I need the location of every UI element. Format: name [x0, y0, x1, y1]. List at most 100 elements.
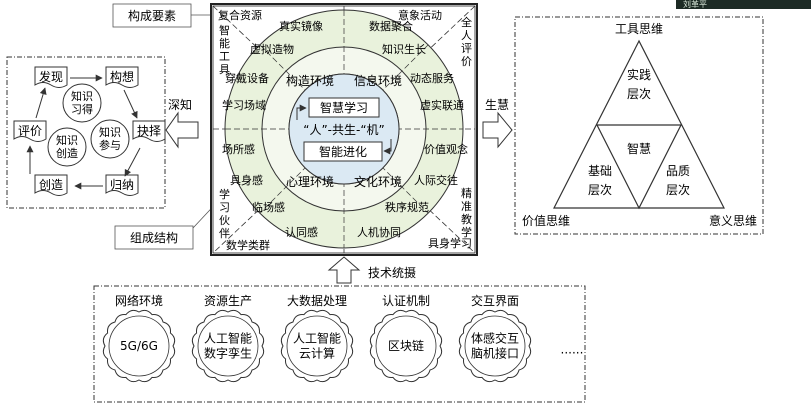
- svg-text:价: 价: [461, 55, 472, 68]
- cell-basic-2: 层次: [588, 183, 612, 197]
- cycle-node-label: 发现: [39, 69, 63, 84]
- tech-column-0: 网络环境 5G/6G: [102, 293, 176, 383]
- cycle-node-label: 评价: [18, 124, 42, 138]
- cycle-node-3: 归纳: [105, 174, 139, 196]
- outer-ring-item: 认同感: [285, 226, 318, 239]
- outer-ring-item: 场所感: [222, 142, 255, 156]
- tech-header: 网络环境: [115, 293, 163, 308]
- cycle-node-0: 发现: [34, 66, 68, 88]
- outer-ring-item: 人际交往: [414, 173, 458, 187]
- edge-imagery-activity: 意象活动: [398, 8, 442, 22]
- tech-content: 体感交互: [471, 331, 519, 346]
- arrow-deep-know: 深知: [165, 98, 199, 149]
- corner-math-clusters: 数学类群: [226, 238, 270, 252]
- cell-practice-2: 层次: [627, 87, 651, 101]
- circle-knowledge-participate: [90, 119, 130, 159]
- arrow-tech-support-label: 技术统摄: [368, 265, 416, 280]
- tech-header: 交互界面: [471, 293, 519, 308]
- tech-content: 数字孪生: [204, 346, 252, 361]
- outer-ring-item: 具身感: [230, 173, 263, 187]
- cycle-node-2: 抉择: [132, 120, 166, 142]
- ring-psych-env: 心理环境: [286, 174, 334, 189]
- core-human-machine: “人”-共生-“机”: [303, 123, 385, 137]
- tech-content: 云计算: [299, 346, 335, 361]
- svg-text:教: 教: [461, 213, 472, 226]
- tech-header: 大数据处理: [287, 293, 347, 308]
- cell-quality-1: 品质: [666, 164, 690, 178]
- outer-ring-item: 真实镜像: [279, 19, 323, 33]
- cell-practice-1: 实践: [627, 67, 651, 82]
- svg-text:伴: 伴: [219, 227, 230, 240]
- cycle-node-label: 归纳: [110, 178, 134, 192]
- core-intelligent-evolution: 智能进化: [319, 144, 367, 159]
- circle-text-1b: 习得: [71, 103, 93, 116]
- cycle-node-label: 构想: [110, 69, 134, 84]
- arrow-generate-wisdom: 生慧: [482, 97, 513, 149]
- core-smart-learning: 智慧学习: [320, 100, 368, 115]
- tech-content: 人工智能: [204, 331, 252, 346]
- svg-text:评: 评: [461, 42, 472, 55]
- corner-embodied-learning: 具身学习: [428, 236, 472, 250]
- triangle-bottom-right-label: 意义思维: [709, 213, 757, 228]
- svg-text:学: 学: [219, 187, 230, 201]
- tech-ellipsis: ······: [561, 346, 584, 360]
- triangle-bottom-left-label: 价值思维: [522, 213, 570, 228]
- ring-culture-env: 文化环境: [354, 174, 402, 189]
- cycle-node-4: 创造: [34, 174, 68, 196]
- callout-structure-text: 组成结构: [130, 230, 178, 245]
- callout-elements: 构成要素: [112, 3, 222, 28]
- thinking-triangle-panel: 工具思维 实践 层次 智慧 基础 层次 品质 层次 价值思维 意义思维: [514, 16, 764, 235]
- cycle-node-1: 构想: [105, 66, 139, 88]
- tech-header: 认证机制: [382, 294, 430, 308]
- cycle-node-5: 评价: [13, 120, 47, 142]
- circle-knowledge-create: [47, 127, 87, 167]
- knowledge-cycle-panel: 知识 习得 知识 创造 知识 参与 发现构想抉择归纳创造评价: [6, 56, 166, 209]
- user-name-label: 刘革平: [683, 0, 707, 9]
- corner-composite-resources: 复合资源: [218, 8, 262, 22]
- svg-text:人: 人: [461, 29, 472, 42]
- outer-ring-item: 临场感: [252, 200, 285, 214]
- outer-ring-item: 穿戴设备: [225, 71, 269, 85]
- circle-text-1a: 知识: [71, 89, 93, 103]
- cell-basic-1: 基础: [588, 164, 612, 178]
- ring-info-env: 信息环境: [354, 73, 402, 88]
- tech-content: 人工智能: [293, 331, 341, 346]
- tech-content: 5G/6G: [120, 339, 158, 353]
- outer-ring-item: 虚拟造物: [250, 42, 294, 56]
- circle-knowledge-acquire: [62, 83, 102, 123]
- outer-ring-item: 学习场域: [222, 98, 266, 112]
- svg-text:能: 能: [219, 36, 230, 50]
- tech-content: 区块链: [388, 338, 424, 353]
- svg-text:学: 学: [461, 225, 472, 239]
- cell-quality-2: 层次: [666, 183, 690, 197]
- circle-text-2a: 知识: [56, 133, 78, 147]
- svg-text:伙: 伙: [219, 214, 230, 227]
- cell-wisdom: 智慧: [627, 141, 651, 156]
- outer-ring-item: 人机协同: [357, 225, 401, 239]
- circle-text-3a: 知识: [99, 125, 121, 139]
- tech-panel: 网络环境5G/6G资源生产人工智能数字孪生大数据处理人工智能云计算认证机制区块链…: [93, 285, 586, 403]
- outer-ring-item: 虚实联通: [420, 98, 464, 112]
- core-evolution-box: [303, 141, 383, 162]
- arrow-tech-support: 技术统摄: [327, 256, 416, 284]
- core-smart-learning-box: [308, 97, 380, 118]
- svg-text:精: 精: [461, 187, 472, 200]
- callout-elements-text: 构成要素: [128, 8, 176, 23]
- circle-text-3b: 参与: [99, 138, 121, 152]
- tech-content: 脑机接口: [471, 346, 519, 361]
- svg-text:准: 准: [461, 200, 472, 213]
- arrow-generate-wisdom-label: 生慧: [485, 97, 509, 112]
- circle-text-2b: 创造: [56, 146, 78, 160]
- outer-ring-item: 知识生长: [382, 42, 426, 56]
- cycle-node-label: 抉择: [137, 124, 161, 138]
